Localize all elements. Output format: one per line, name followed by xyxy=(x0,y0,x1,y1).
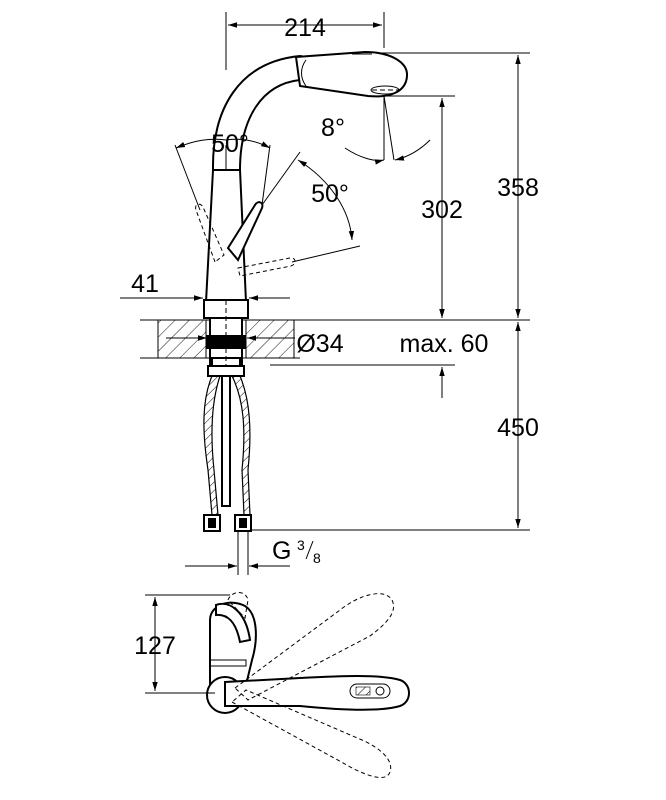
lever-angle-50-top: 50° xyxy=(174,130,271,211)
diameter-label: Ø34 xyxy=(296,330,343,358)
faucet-lever xyxy=(195,201,296,277)
dimension-diameter-34: Ø34 xyxy=(166,330,344,358)
dimension-127: 127 xyxy=(134,594,230,694)
dimension-302-label: 302 xyxy=(421,196,463,224)
thread-label: G xyxy=(272,537,291,565)
dimension-max-60-label: max. 60 xyxy=(400,330,489,358)
plan-view xyxy=(206,592,410,778)
spray-angle-8: 8° xyxy=(321,95,431,165)
dimension-450-label: 450 xyxy=(497,414,539,442)
supply-hoses xyxy=(203,365,252,575)
dimension-214: 214 xyxy=(225,12,385,70)
thread-numerator: 3 xyxy=(297,537,305,553)
dimension-450: 450 xyxy=(248,322,539,531)
dimension-41-label: 41 xyxy=(131,270,159,298)
dimension-358: 358 xyxy=(380,52,539,318)
dimension-127-label: 127 xyxy=(134,632,176,660)
faucet-spout xyxy=(211,50,409,171)
lever-angle-top-label: 50° xyxy=(211,130,249,158)
dimension-302: 302 xyxy=(380,95,463,318)
thread-denominator: 8 xyxy=(313,550,321,566)
lever-angle-50-right: 50° xyxy=(261,151,361,263)
dimension-214-label: 214 xyxy=(284,14,326,42)
thread-callout: G 3 8 xyxy=(185,537,321,569)
dimension-max-60: max. 60 xyxy=(270,290,530,398)
dimension-358-label: 358 xyxy=(497,174,539,202)
lever-rotation-label: 50° xyxy=(311,180,349,208)
dimension-41: 41 xyxy=(120,270,290,301)
spray-angle-label: 8° xyxy=(321,114,345,142)
